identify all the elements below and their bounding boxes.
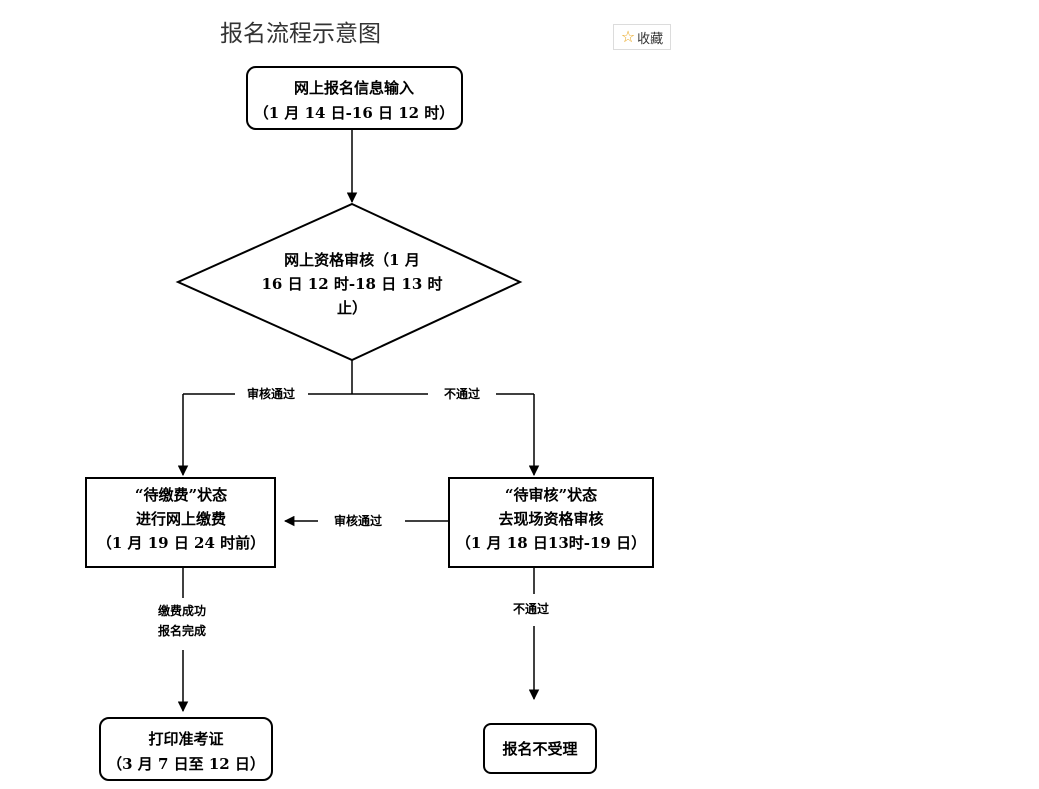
- label-pass: 审核通过: [247, 386, 295, 401]
- step-pending-review-status: “待审核”状态: [505, 486, 597, 504]
- step-rejected-title: 报名不受理: [502, 740, 577, 758]
- decision-online-review-line1: 网上资格审核（1 月: [284, 251, 420, 269]
- decision-online-review-line2: 16 日 12 时-18 日 13 时: [261, 275, 442, 293]
- step-pending-payment-date: （1 月 19 日 24 时前）: [97, 534, 265, 552]
- label-fail: 不通过: [444, 386, 480, 401]
- step-print-ticket-box: [99, 717, 273, 781]
- step-pending-review-date: （1 月 18 日13时-19 日）: [456, 534, 646, 552]
- step-rejected-box: [483, 723, 597, 774]
- step-print-ticket-title: 打印准考证: [148, 730, 223, 748]
- page-title: 报名流程示意图: [220, 21, 381, 47]
- step-print-ticket-date: （3 月 7 日至 12 日）: [107, 755, 265, 773]
- label-onsite-fail: 不通过: [513, 601, 549, 616]
- step-pending-payment-status: “待缴费”状态: [135, 486, 227, 504]
- favorite-label: 收藏: [637, 31, 664, 47]
- step-pending-payment-box: [85, 477, 276, 568]
- step-online-registration-date: （1 月 14 日-16 日 12 时）: [254, 104, 455, 122]
- decision-online-review-line3: 止）: [337, 299, 367, 317]
- step-pending-review-action: 去现场资格审核: [498, 510, 603, 528]
- favorite-button[interactable]: ☆ 收藏: [613, 24, 671, 50]
- step-pending-review-box: [448, 477, 654, 568]
- label-onsite-pass: 审核通过: [334, 513, 382, 528]
- step-pending-payment-action: 进行网上缴费: [136, 510, 226, 528]
- step-online-registration-title: 网上报名信息输入: [294, 79, 414, 97]
- star-icon: ☆: [620, 27, 636, 46]
- label-paid-line1: 缴费成功: [158, 603, 206, 618]
- step-online-registration-box: [246, 66, 463, 130]
- label-paid-line2: 报名完成: [158, 623, 206, 638]
